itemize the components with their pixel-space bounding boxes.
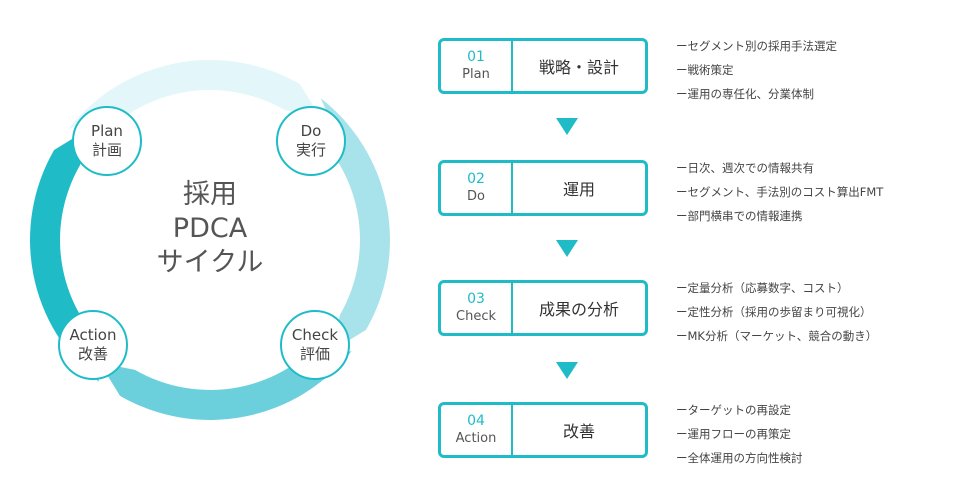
step-number-cell: 03 Check [441,283,513,333]
node-label-en: Do [300,122,322,140]
node-label-en: Check [291,326,339,344]
bullet-item: ー運用の専任化、分業体制 [676,87,814,101]
ring-segment-action-to-plan [30,129,118,382]
down-arrow-icon [556,362,578,379]
step-number-cell: 04 Action [441,405,513,455]
cycle-center-title: 採用 PDCA サイクル [130,178,290,280]
step-name: Plan [462,67,490,82]
cycle-node-action: Action 改善 [58,310,128,380]
step-bullets-do: ー日次、週次での情報共有 ーセグメント、手法別のコスト算出FMT ー部門横串での… [676,156,883,228]
down-arrow-icon [556,240,578,257]
bullet-item: ー部門横串での情報連携 [676,209,803,223]
cycle-node-plan: Plan 計画 [72,106,142,176]
node-label-ja: 計画 [91,141,122,159]
bullet-item: ー日次、週次での情報共有 [676,161,814,175]
node-label-ja: 評価 [299,345,330,363]
cycle-node-check: Check 評価 [280,310,350,380]
bullet-item: ー全体運用の方向性検討 [676,451,803,465]
center-title-line: サイクル [156,247,264,278]
node-label-ja: 改善 [77,345,108,363]
node-label-ja: 実行 [295,141,326,159]
step-name: Do [467,189,485,204]
center-title-line: 採用 [183,179,237,210]
step-number: 02 [467,171,485,187]
step-bullets-action: ーターゲットの再設定 ー運用フローの再策定 ー全体運用の方向性検討 [676,398,803,470]
center-title-line: PDCA [172,213,248,244]
bullet-item: ー定性分析（採用の歩留まり可視化） [676,305,872,319]
step-box-check: 03 Check 成果の分析 [438,280,648,336]
step-title: 運用 [562,180,595,199]
step-bullets-plan: ーセグメント別の採用手法選定 ー戦術策定 ー運用の専任化、分業体制 [676,34,837,106]
bullet-item: ーターゲットの再設定 [676,403,791,417]
step-number-cell: 02 Do [441,163,513,213]
step-box-action: 04 Action 改善 [438,402,648,458]
node-label-en: Action [69,326,117,344]
step-title: 戦略・設計 [538,58,619,77]
ring-segment-check-to-action [99,332,352,420]
bullet-item: ー定量分析（応募数字、コスト） [676,281,849,295]
node-label-en: Plan [91,122,123,140]
step-box-do: 02 Do 運用 [438,160,648,216]
bullet-item: ーセグメント別の採用手法選定 [676,39,837,53]
step-number: 01 [467,49,485,65]
bullet-item: ー戦術策定 [676,63,734,77]
cycle-node-do: Do 実行 [276,106,346,176]
bullet-item: ーMK分析（マーケット、競合の動き） [676,329,878,343]
bullet-item: ー運用フローの再策定 [676,427,791,441]
step-number: 04 [467,413,485,429]
down-arrow-icon [556,118,578,135]
step-number: 03 [467,291,485,307]
step-name: Action [455,431,497,446]
step-number-cell: 01 Plan [441,41,513,91]
step-title: 改善 [562,422,595,441]
ring-segment-do-to-check [302,98,390,351]
step-name: Check [456,309,496,324]
bullet-item: ーセグメント、手法別のコスト算出FMT [676,185,884,199]
step-box-plan: 01 Plan 戦略・設計 [438,38,648,94]
ring-segment-plan-to-do [68,60,321,148]
step-bullets-check: ー定量分析（応募数字、コスト） ー定性分析（採用の歩留まり可視化） ーMK分析（… [676,276,877,348]
pdca-cycle-ring [30,60,390,420]
step-title: 成果の分析 [538,300,619,319]
